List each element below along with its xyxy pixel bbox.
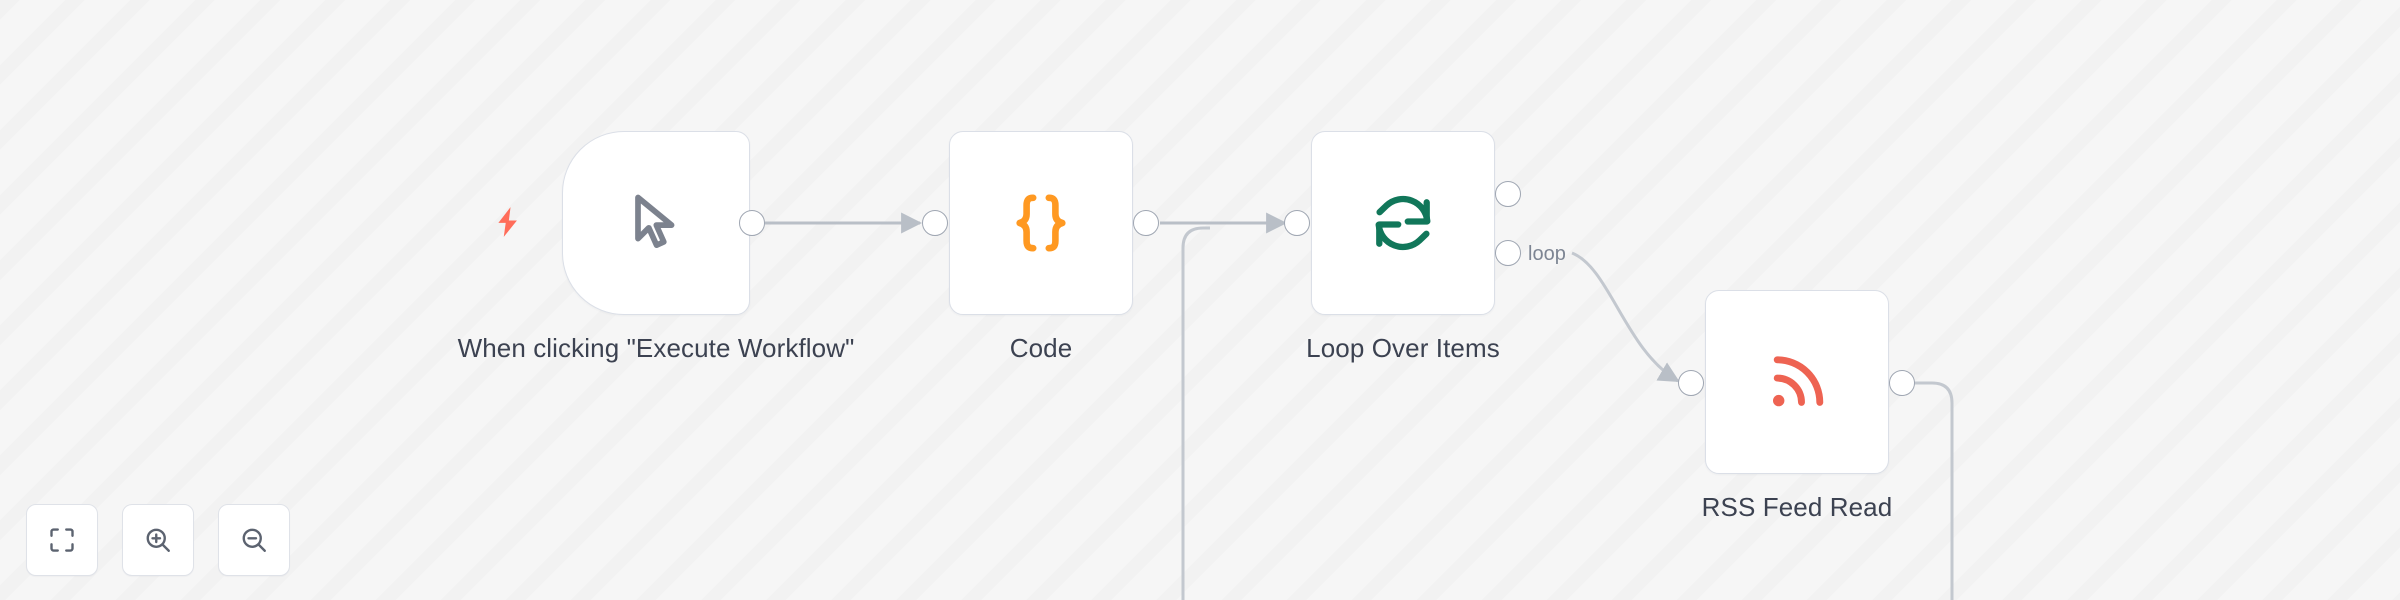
port-label-loop: loop	[1528, 243, 1566, 265]
node-label-loop-over-items: Loop Over Items	[1306, 333, 1500, 363]
port-code-output[interactable]	[1133, 210, 1159, 236]
node-label-rss-feed-read: RSS Feed Read	[1701, 492, 1893, 522]
mouse-pointer-icon	[635, 194, 675, 249]
port-rss-input[interactable]	[1678, 370, 1704, 396]
zoom-in-icon	[146, 528, 170, 552]
port-loop-input[interactable]	[1284, 210, 1310, 236]
port-trigger-output[interactable]	[739, 210, 765, 236]
zoom-out-icon	[242, 528, 266, 552]
fit-view-button[interactable]	[26, 504, 98, 576]
port-code-input[interactable]	[922, 210, 948, 236]
port-rss-output[interactable]	[1889, 370, 1915, 396]
node-code[interactable]	[949, 131, 1133, 315]
port-loop-output-done[interactable]	[1495, 181, 1521, 207]
node-loop-over-items[interactable]	[1311, 131, 1495, 315]
refresh-loop-icon	[1375, 195, 1431, 251]
rss-icon	[1773, 356, 1824, 407]
node-rss-feed-read[interactable]	[1705, 290, 1889, 474]
node-when-clicking-execute-workflow[interactable]	[562, 131, 750, 315]
node-label-trigger: When clicking "Execute Workflow"	[457, 333, 855, 363]
curly-braces-icon	[1016, 194, 1066, 252]
edge-rss-return-into-loop	[1181, 226, 1210, 600]
node-label-code: Code	[1009, 333, 1073, 363]
zoom-out-button[interactable]	[218, 504, 290, 576]
zoom-controls	[26, 504, 290, 576]
trigger-bolt-icon	[491, 203, 525, 241]
edge-loop-to-rss	[1571, 251, 1680, 383]
zoom-in-button[interactable]	[122, 504, 194, 576]
fit-view-icon	[50, 528, 74, 552]
port-loop-output-loop[interactable]	[1495, 240, 1521, 266]
